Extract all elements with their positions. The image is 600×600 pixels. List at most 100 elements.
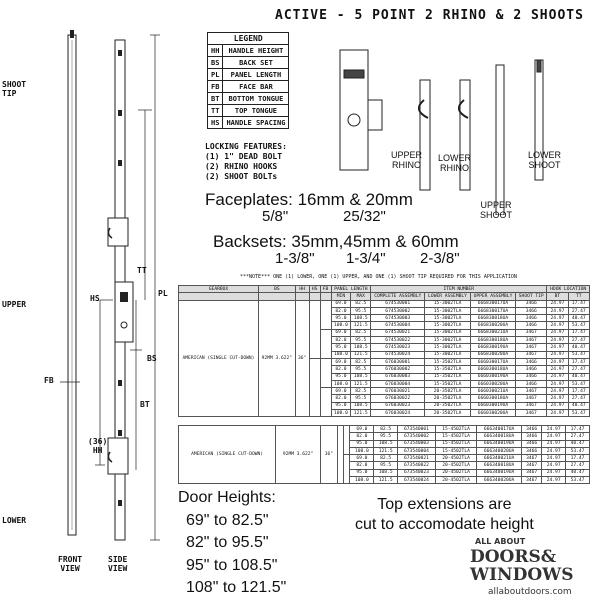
- table-cell: 24.97: [546, 394, 569, 403]
- table-cell: 673540023: [397, 468, 436, 478]
- table-cell: 24.97: [546, 350, 569, 359]
- table-cell: 108.5: [373, 439, 399, 448]
- table-cell: 24.97: [546, 372, 569, 381]
- hh-label: (36) HH: [88, 437, 108, 455]
- table-cell: 24.97: [546, 365, 569, 374]
- pl-label: PL: [158, 289, 168, 298]
- table-cell: [319, 387, 332, 418]
- table-cell: [257, 292, 296, 301]
- table-cell: 673540024: [397, 476, 436, 485]
- table-cell: 82.5: [350, 299, 372, 308]
- table-cell: ITEM NUMBER: [370, 284, 548, 294]
- table-cell: 108.0: [330, 409, 352, 418]
- door-height-row: 82" to 95.5": [186, 534, 269, 551]
- table-cell: 3467: [515, 328, 548, 338]
- table-cell: 3467: [515, 336, 548, 345]
- table-cell: AMERICAN (SINGLE CUT-DOWN): [178, 299, 259, 418]
- table-cell: 3466: [520, 432, 543, 441]
- table-cell: UPPER ASSEMBLY: [469, 292, 517, 301]
- table-cell: 666830019UA: [469, 343, 517, 352]
- table-cell: 82.0: [330, 394, 352, 403]
- table-cell: BS: [257, 284, 296, 294]
- logo-brand: DOORS& WINDOWS: [470, 547, 574, 585]
- table-cell: 36": [294, 299, 310, 418]
- table-cell: 24.97: [546, 328, 569, 338]
- table-cell: 69.0: [330, 328, 352, 338]
- legend-code: PL: [206, 68, 224, 81]
- table-cell: 17.47: [567, 357, 591, 367]
- table-cell: 676030001: [370, 357, 426, 367]
- legend-code: HH: [206, 44, 224, 57]
- table-cell: 92MM 3.622": [257, 299, 296, 418]
- table-cell: MIN: [330, 292, 352, 301]
- legend-meaning: BACK SET: [222, 56, 290, 69]
- table-cell: 676030002: [370, 365, 426, 374]
- table-cell: 666340019UA: [476, 468, 522, 478]
- table-cell: 674530002: [370, 306, 426, 316]
- legend-code: BS: [206, 56, 224, 69]
- table-cell: 40.47: [565, 439, 590, 448]
- table-cell: 24.97: [541, 439, 567, 448]
- table-cell: 15-4502TLA: [434, 432, 478, 441]
- table-cell: 666340018UA: [476, 461, 522, 470]
- table-cell: 95.0: [330, 314, 352, 323]
- table-cell: 121.5: [350, 350, 372, 359]
- table-cell: 15-3002TLA: [424, 306, 471, 316]
- table-cell: 40.47: [567, 343, 591, 352]
- table-cell: [308, 292, 321, 301]
- locking-features: LOCKING FEATURES: (1) 1" DEAD BOLT (2) R…: [205, 142, 287, 181]
- legend-meaning: PANEL LENGTH: [222, 68, 290, 81]
- table-cell: [308, 299, 321, 359]
- table-cell: 108.5: [373, 468, 399, 478]
- table-cell: 666830018UA: [469, 336, 517, 345]
- table-cell: 15-3002TLA: [424, 321, 471, 330]
- table-cell: 676030004: [370, 379, 426, 389]
- table-cell: 3466: [515, 357, 548, 367]
- table-cell: GEARBOX: [178, 284, 259, 294]
- faceplates-title: Faceplates: 16mm & 20mm: [205, 190, 413, 209]
- door-height-row: 69" to 82.5": [186, 511, 269, 529]
- table-cell: HOOK LOCATION: [546, 284, 590, 294]
- table-cell: 3466: [515, 321, 548, 330]
- table-cell: 24.97: [541, 432, 567, 441]
- table-cell: FB: [319, 284, 332, 294]
- table-cell: 92MM 3.622": [275, 424, 322, 485]
- table-cell: 53.47: [565, 476, 590, 485]
- table-cell: [319, 292, 332, 301]
- table-cell: 82.5: [350, 357, 372, 367]
- table-cell: 24.97: [541, 454, 567, 463]
- table-cell: 666030018UA: [469, 365, 517, 374]
- table-cell: 666030018UA: [469, 394, 517, 403]
- table-cell: 17.47: [565, 454, 590, 463]
- table-cell: 673540003: [397, 439, 436, 448]
- table-cell: 3466: [515, 299, 548, 308]
- table-cell: 82.0: [349, 461, 375, 470]
- table-cell: 95.0: [330, 372, 352, 381]
- table-cell: 53.47: [567, 409, 591, 418]
- table-cell: 121.5: [373, 476, 399, 485]
- table-cell: 40.47: [565, 468, 590, 478]
- upper-label: UPPER: [2, 300, 27, 309]
- door-heights-title: Door Heights:: [178, 489, 276, 506]
- table-cell: 674530024: [370, 350, 426, 359]
- table-cell: 666830020UA: [469, 350, 517, 359]
- table-cell: 15-3002TLA: [424, 336, 471, 345]
- table-cell: 15-3502TLA: [424, 372, 471, 381]
- table-cell: 666340021UA: [476, 454, 522, 463]
- door-height-row: 95" to 108.5": [186, 556, 278, 574]
- table-cell: 674530021: [370, 328, 426, 338]
- table-cell: 15-3002TLA: [424, 343, 471, 352]
- table-cell: [308, 357, 321, 418]
- table-cell: 3467: [520, 476, 543, 485]
- table-cell: 3467: [515, 409, 548, 418]
- table-cell: 95.5: [373, 432, 399, 441]
- table-row: AMERICAN (SINGLE CUT-DOWN)92MM 3.622"36"…: [177, 424, 590, 485]
